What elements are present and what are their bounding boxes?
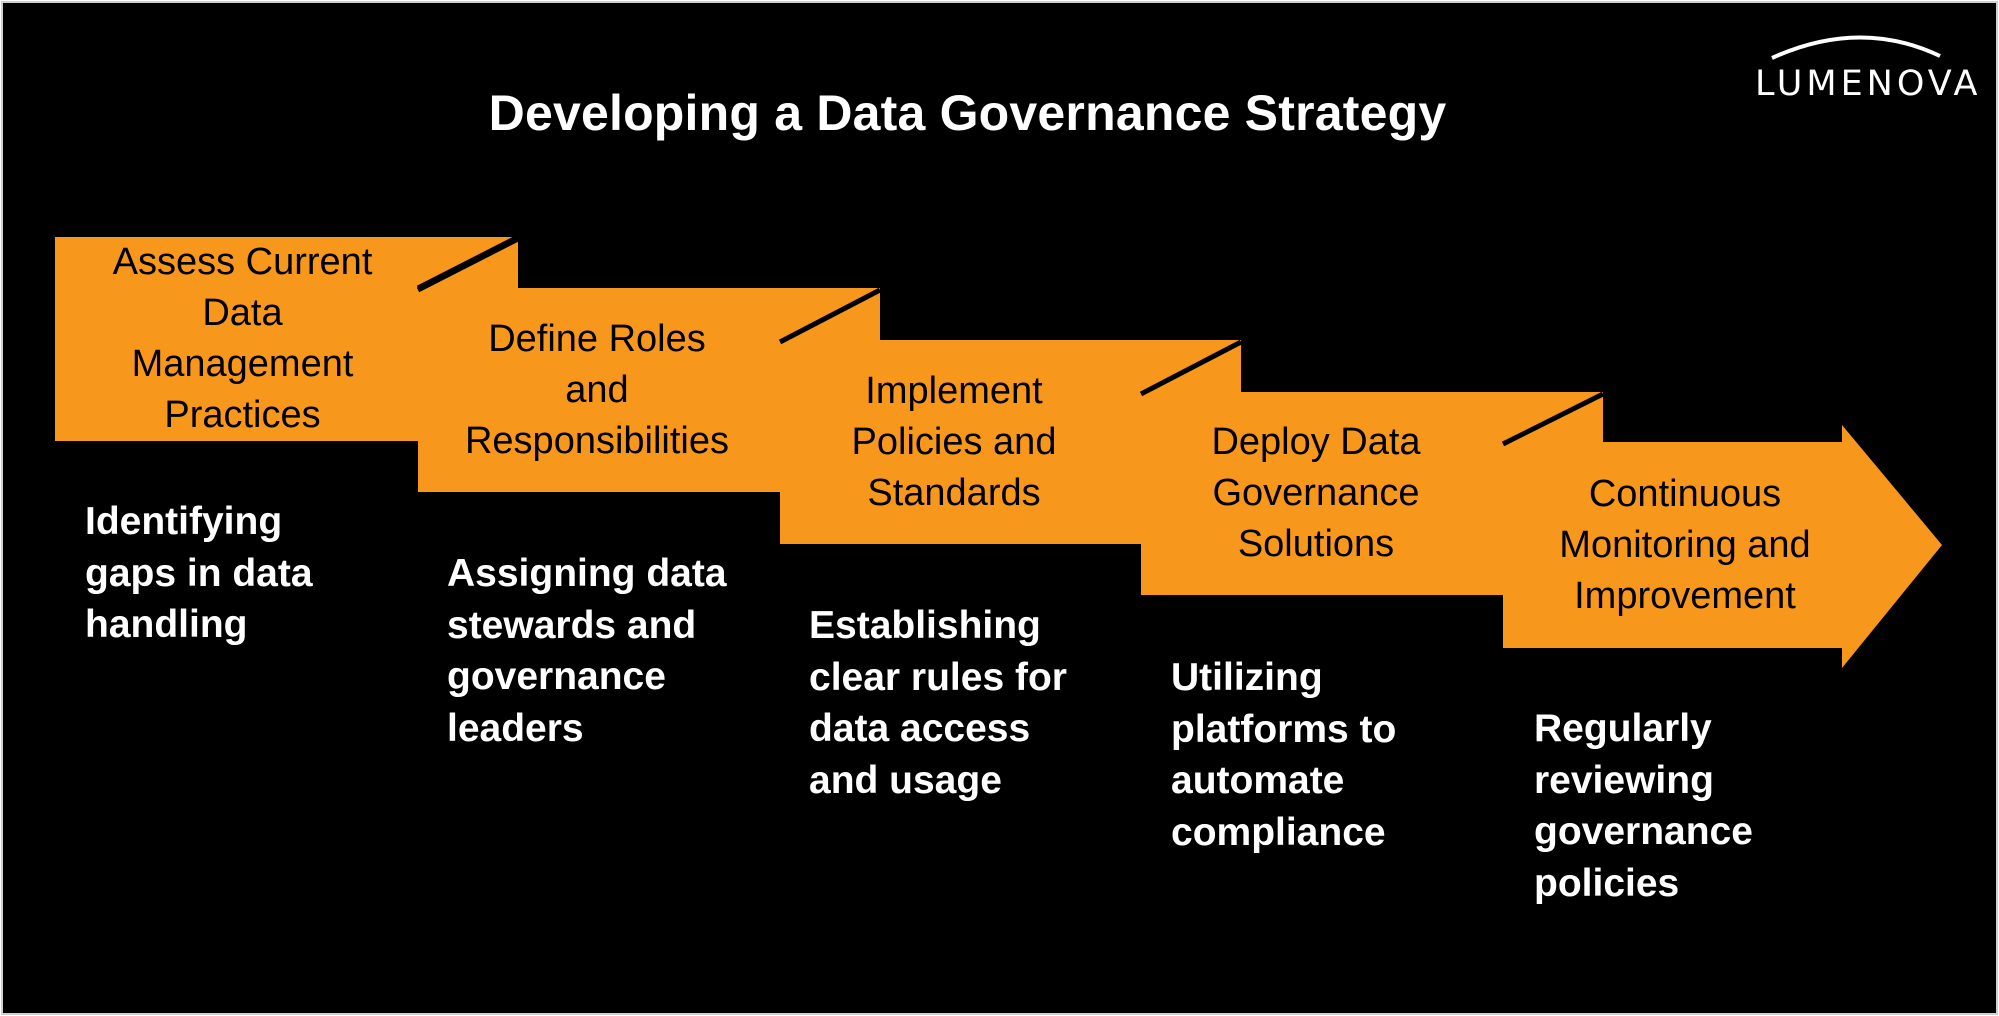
lumenova-logo: LUMENOVA	[1755, 64, 1982, 104]
step-2-description: Assigning data stewards and governance l…	[447, 552, 727, 750]
logo-arc	[1771, 35, 1941, 60]
step-5-label: Continuous Monitoring and Improvement	[1559, 472, 1811, 617]
step-3-description: Establishing clear rules for data access…	[809, 604, 1067, 802]
step-3-label: Implement Policies and Standards	[851, 369, 1057, 514]
step-5-arrow	[1501, 391, 1942, 668]
step-1-label: Assess Current Data Management Practices	[112, 241, 373, 436]
diagram-title: Developing a Data Governance Strategy	[488, 85, 1447, 141]
step-4-description: Utilizing platforms to automate complian…	[1171, 656, 1397, 854]
step-1-description: Identifying gaps in data handling	[85, 500, 313, 646]
step-4-label: Deploy Data Governance Solutions	[1211, 421, 1421, 565]
step-5-description: Regularly reviewing governance policies	[1534, 707, 1753, 905]
step-2-label: Define Roles and Responsibilities	[464, 317, 729, 462]
